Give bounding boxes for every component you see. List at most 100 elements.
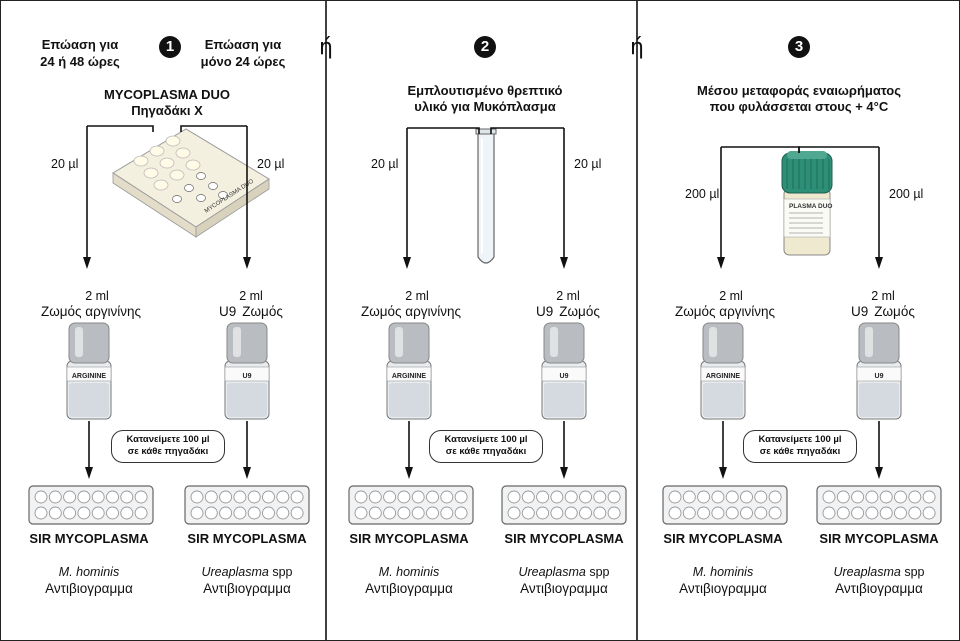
volume-right: 20 µl — [257, 157, 285, 171]
volume-right: 200 µl — [889, 187, 924, 201]
volume-left: 20 µl — [371, 157, 399, 171]
dispense-arrow-right — [243, 421, 251, 479]
dispense-arrow-left — [719, 421, 727, 479]
u9-broth-vial: U9 — [224, 322, 270, 420]
organism-right: Ureaplasma spp — [729, 565, 959, 580]
organism-right-genus: Ureaplasma — [201, 565, 269, 579]
source-title-line1: MYCOPLASMA DUO — [104, 87, 230, 102]
organism-right-genus: Ureaplasma — [833, 565, 901, 579]
u9-broth-vial: U9 — [856, 322, 902, 420]
dispense-arrow-right — [875, 421, 883, 479]
organism-left: M. hominis — [58, 565, 120, 579]
product-name-right: SIR MYCOPLASMA — [187, 531, 307, 546]
antibiogram-right: Αντιβιογραμμα — [520, 581, 608, 596]
dispense-note-line: σε κάθε πηγαδάκι — [445, 446, 527, 458]
svg-text:U9: U9 — [875, 373, 884, 380]
product-name-left: SIR MYCOPLASMA — [349, 531, 469, 546]
svg-text:U9: U9 — [243, 373, 252, 380]
sir-mycoplasma-plate-right — [816, 485, 942, 525]
transfer-arrows-left-arrow — [717, 147, 725, 269]
u9-volume: 2 ml — [556, 289, 580, 303]
source-title-line2: που φυλάσσεται στους + 4°C — [709, 99, 889, 114]
dispense-note-line: σε κάθε πηγαδάκι — [127, 446, 209, 458]
organism-right: Ureaplasma spp — [414, 565, 714, 580]
u9-volume: 2 ml — [239, 289, 263, 303]
sir-mycoplasma-plate-left — [662, 485, 788, 525]
sir-mycoplasma-plate-left — [348, 485, 474, 525]
arginine-broth-vial: ARGININE — [700, 322, 746, 420]
arginine-broth-vial: ARGININE — [66, 322, 112, 420]
u9-prefix: U9 — [219, 304, 237, 319]
transfer-arrows-left-arrow — [403, 128, 411, 269]
u9-broth-label: Ζωμός — [242, 304, 283, 319]
u9-broth-name: U9 Ζωμός — [851, 304, 915, 320]
organism-right-spp: spp — [585, 565, 610, 579]
transfer-arrows-right-arrow — [875, 147, 883, 269]
organism-right-genus: Ureaplasma — [518, 565, 586, 579]
transfer-arrows — [87, 125, 247, 132]
dispense-note-line: σε κάθε πηγαδάκι — [759, 446, 841, 458]
sir-mycoplasma-plate-right — [184, 485, 310, 525]
u9-broth-label: Ζωμός — [559, 304, 600, 319]
incubation-right-line2: μόνο 24 ώρες — [200, 54, 286, 69]
organism-left: M. hominis — [378, 565, 440, 579]
dispense-note-line: Κατανείμετε 100 µl — [758, 434, 842, 445]
dispense-arrow-left — [85, 421, 93, 479]
dispense-arrow-left — [405, 421, 413, 479]
source-title-line1: Μέσου μεταφοράς εναιωρήματος — [697, 83, 901, 98]
transfer-arrows-left-arrow — [83, 126, 91, 269]
transfer-arrows — [721, 146, 879, 153]
organism-left: M. hominis — [692, 565, 754, 579]
arginine-broth-vial: ARGININE — [386, 322, 432, 420]
u9-broth-vial: U9 — [541, 322, 587, 420]
or-separator: ή — [319, 35, 333, 60]
arginine-broth-name: Ζωμός αργινίνης — [360, 304, 462, 319]
product-name-left: SIR MYCOPLASMA — [29, 531, 149, 546]
arginine-volume: 2 ml — [719, 289, 743, 303]
step-number-badge: 1 — [159, 36, 181, 58]
product-name-right: SIR MYCOPLASMA — [504, 531, 624, 546]
transport-medium-vial: PLASMA DUO — [781, 151, 833, 256]
u9-broth-label: Ζωμός — [874, 304, 915, 319]
incubation-left-line1: Επώαση για — [41, 37, 119, 52]
product-name-right: SIR MYCOPLASMA — [819, 531, 939, 546]
organism-right-spp: spp — [268, 565, 293, 579]
or-separator: ή — [630, 35, 644, 60]
svg-text:PLASMA DUO: PLASMA DUO — [789, 203, 832, 210]
product-name-left: SIR MYCOPLASMA — [663, 531, 783, 546]
arginine-broth-name: Ζωμός αργινίνης — [674, 304, 776, 319]
test-tube — [475, 128, 497, 264]
incubation-left-line2: 24 ή 48 ώρες — [40, 54, 120, 69]
svg-text:ARGININE: ARGININE — [392, 373, 427, 380]
step-number-badge: 2 — [474, 36, 496, 58]
volume-right: 20 µl — [574, 157, 602, 171]
u9-broth-name: U9 Ζωμός — [219, 304, 283, 320]
transfer-arrows-right-arrow — [560, 128, 568, 269]
antibiogram-left: Αντιβιογραμμα — [679, 581, 767, 596]
sir-mycoplasma-plate-left — [28, 485, 154, 525]
svg-text:U9: U9 — [560, 373, 569, 380]
antibiogram-right: Αντιβιογραμμα — [203, 581, 291, 596]
antibiogram-left: Αντιβιογραμμα — [45, 581, 133, 596]
incubation-right-line1: Επώαση για — [204, 37, 282, 52]
arginine-volume: 2 ml — [405, 289, 429, 303]
source-title-line1: Εμπλουτισμένο θρεπτικό — [407, 83, 563, 98]
svg-text:ARGININE: ARGININE — [706, 373, 741, 380]
sir-mycoplasma-plate-right — [501, 485, 627, 525]
volume-left: 200 µl — [685, 187, 720, 201]
mycoplasma-duo-device: MYCOPLASMA DUO — [112, 128, 270, 238]
u9-volume: 2 ml — [871, 289, 895, 303]
volume-left: 20 µl — [51, 157, 79, 171]
arginine-volume: 2 ml — [85, 289, 109, 303]
u9-prefix: U9 — [851, 304, 869, 319]
antibiogram-left: Αντιβιογραμμα — [365, 581, 453, 596]
svg-text:ARGININE: ARGININE — [72, 373, 107, 380]
arginine-broth-name: Ζωμός αργινίνης — [40, 304, 142, 319]
dispense-arrow-right — [560, 421, 568, 479]
source-title-line2: Πηγαδάκι X — [131, 103, 203, 118]
